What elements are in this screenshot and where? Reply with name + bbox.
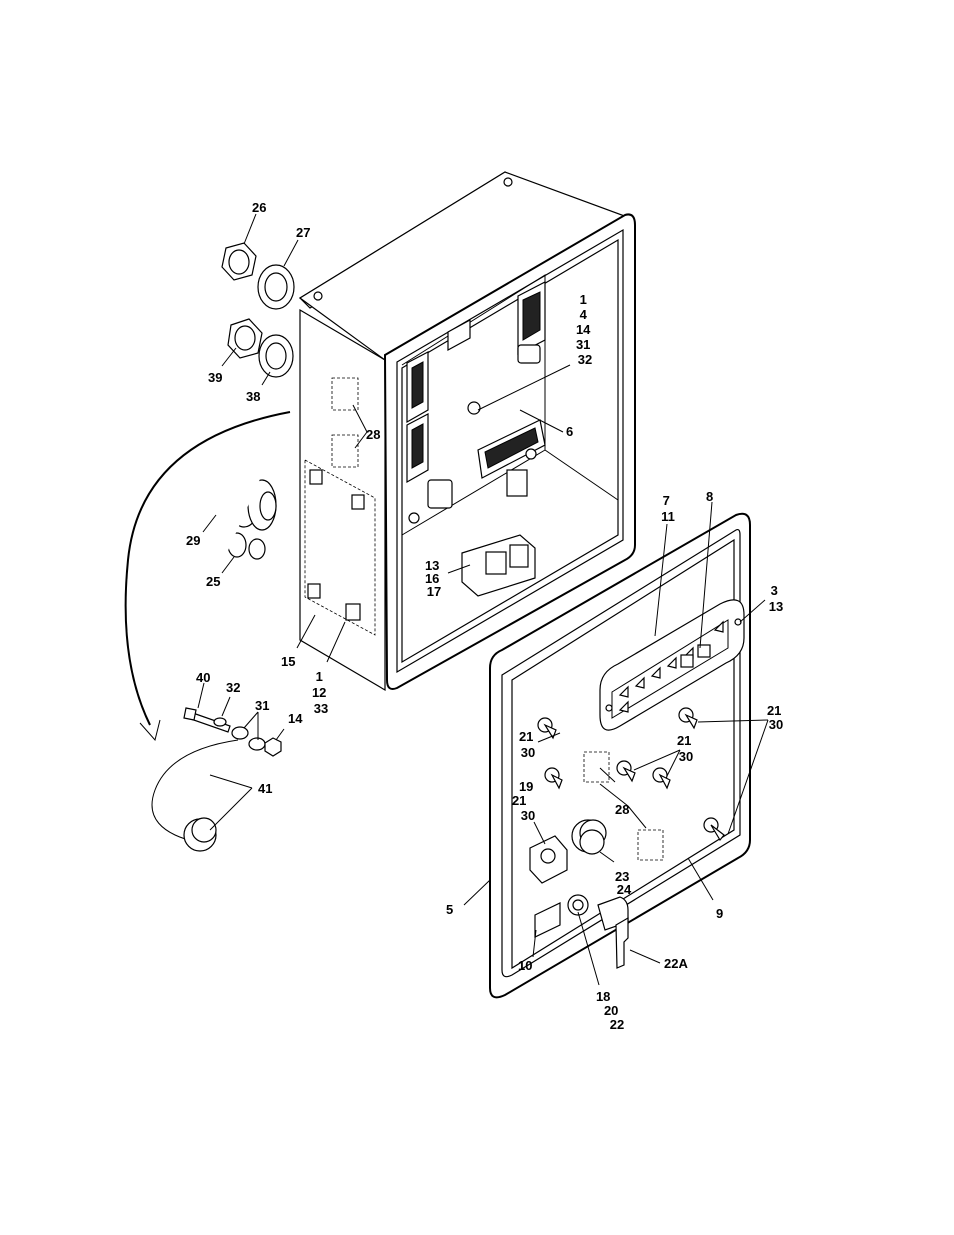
- callout-14: 14: [288, 711, 303, 726]
- callout-9: 9: [716, 906, 723, 921]
- callout-13-16-17: 13 16 17: [425, 558, 443, 599]
- callout-27: 27: [296, 225, 310, 240]
- callout-line: 11: [661, 509, 675, 524]
- callout-21-30-middle: 21 30: [677, 733, 695, 764]
- callout-1-12-33: 1 12 33: [312, 669, 330, 716]
- callout-31: 31: [255, 698, 269, 713]
- callout-line: 13: [769, 599, 783, 614]
- callout-line: 30: [521, 745, 535, 760]
- callout-line: 21: [677, 733, 691, 748]
- callout-line: 21: [512, 793, 526, 808]
- callout-line: 30: [769, 717, 783, 732]
- callout-line: 19: [519, 779, 533, 794]
- callout-line: 4: [580, 307, 588, 322]
- callout-23-24: 23 24: [615, 869, 633, 897]
- callout-32: 32: [226, 680, 240, 695]
- callout-7-11: 7 11: [661, 493, 675, 524]
- callout-28-box: 28: [366, 427, 380, 442]
- callout-line: 21: [767, 703, 781, 718]
- callout-line: 30: [679, 749, 693, 764]
- callout-40: 40: [196, 670, 210, 685]
- callout-18-20-22: 18 20 22: [596, 989, 624, 1032]
- callout-8: 8: [706, 489, 713, 504]
- callout-39: 39: [208, 370, 222, 385]
- callout-6: 6: [566, 424, 573, 439]
- callout-line: 1: [316, 669, 323, 684]
- callout-line: 12: [312, 685, 326, 700]
- callout-line: 14: [576, 322, 591, 337]
- callout-line: 32: [578, 352, 592, 367]
- callout-line: 20: [604, 1003, 618, 1018]
- callout-26: 26: [252, 200, 266, 215]
- callout-15: 15: [281, 654, 295, 669]
- callout-21-30-right: 21 30: [767, 703, 785, 732]
- callout-line: 24: [617, 882, 632, 897]
- loose-hardware: [126, 243, 294, 851]
- callout-line: 7: [663, 493, 670, 508]
- callout-line: 22: [610, 1017, 624, 1032]
- callout-line: 1: [580, 292, 587, 307]
- callout-5: 5: [446, 902, 453, 917]
- callout-21-30-left: 21 30: [519, 729, 537, 760]
- callout-line: 18: [596, 989, 610, 1004]
- callout-28-panel: 28: [615, 802, 629, 817]
- callout-line: 3: [771, 583, 778, 598]
- callout-25: 25: [206, 574, 220, 589]
- callout-3-13: 3 13: [769, 583, 783, 614]
- callout-line: 17: [427, 584, 441, 599]
- callout-line: 33: [314, 701, 328, 716]
- callout-22A: 22A: [664, 956, 688, 971]
- callout-line: 21: [519, 729, 533, 744]
- callout-41: 41: [258, 781, 272, 796]
- callout-29: 29: [186, 533, 200, 548]
- callout-line: 30: [521, 808, 535, 823]
- callout-10: 10: [518, 958, 532, 973]
- callout-38: 38: [246, 389, 260, 404]
- callout-line: 31: [576, 337, 590, 352]
